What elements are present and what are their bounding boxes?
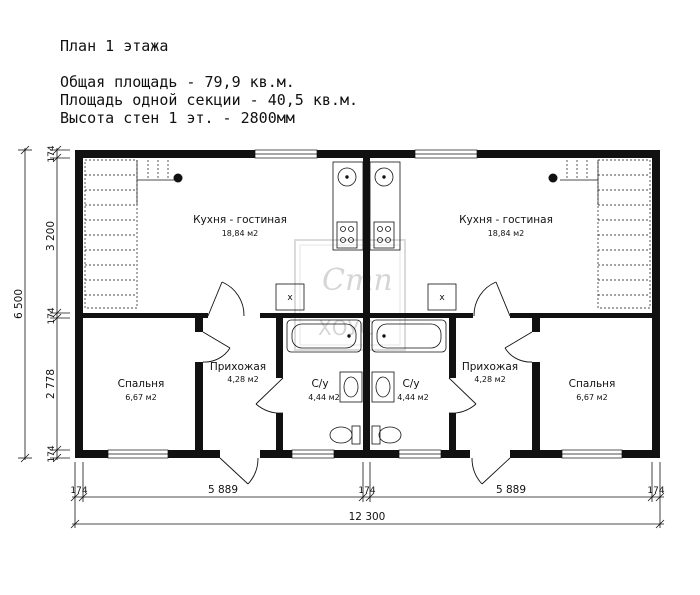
bathtub-right (371, 319, 447, 353)
room-bedroom-left-area: 6,67 м2 (125, 393, 156, 402)
stair-post-left (173, 173, 183, 183)
dim-upper-zone: 3 200 (45, 221, 57, 251)
room-bedroom-right-area: 6,67 м2 (576, 393, 607, 402)
section-area-label: Площадь одной секции - 40,5 кв.м. (60, 91, 359, 109)
dim-right-wall: 174 (647, 486, 664, 496)
room-bath-right-area: 4,44 м2 (397, 393, 428, 402)
entrance-openings (220, 449, 510, 459)
dim-mid-wall: 174 (47, 307, 57, 324)
appliance-left-mark: x (287, 293, 293, 303)
vertical-dimensions (18, 145, 70, 463)
stove-right (373, 221, 395, 249)
dim-lower-zone: 2 778 (45, 369, 57, 399)
counter-left (332, 161, 364, 251)
horizontal-dimensions (70, 462, 665, 529)
toilet-left (329, 426, 353, 444)
wall-height-label: Высота стен 1 эт. - 2800мм (60, 109, 295, 127)
dim-total-height: 6 500 (13, 289, 25, 319)
appliance-right-mark: x (439, 293, 445, 303)
room-bedroom-left-name: Спальня (118, 378, 165, 390)
dim-total-width: 12 300 (349, 511, 386, 523)
dim-bottom-wall: 174 (47, 445, 57, 462)
room-labels: Кухня - гостиная 18,84 м2 Кухня - гостин… (118, 214, 616, 402)
room-bath-left-name: С/у (311, 378, 328, 390)
dim-left-section: 5 889 (208, 484, 238, 496)
wall-east (652, 150, 660, 458)
bathtub-left (286, 319, 362, 353)
appliance-right (427, 283, 457, 311)
room-bath-left-area: 4,44 м2 (308, 393, 339, 402)
washbasin-right (371, 371, 395, 403)
room-kitchen-right-name: Кухня - гостиная (459, 214, 553, 226)
stairs-left (84, 159, 175, 309)
room-kitchen-left-name: Кухня - гостиная (193, 214, 287, 226)
room-kitchen-left-area: 18,84 м2 (222, 229, 259, 238)
room-hall-left-name: Прихожая (210, 361, 266, 373)
vertical-dimension-labels: 6 500 174 3 200 174 2 778 174 (13, 145, 57, 462)
exterior-walls (75, 150, 660, 458)
room-hall-left-area: 4,28 м2 (227, 375, 258, 384)
appliance-left (275, 283, 305, 311)
room-hall-right-area: 4,28 м2 (474, 375, 505, 384)
counter-right (369, 161, 401, 251)
stair-post-right (548, 173, 558, 183)
doors (202, 281, 533, 485)
sink-left (337, 167, 357, 187)
horizontal-dimension-labels: 174 5 889 174 5 889 174 12 300 (70, 484, 664, 523)
stairs-right (560, 159, 651, 309)
bath-fixtures (286, 319, 447, 445)
dim-mid-wall-h: 174 (358, 486, 375, 496)
room-hall-right-name: Прихожая (462, 361, 518, 373)
dim-left-wall: 174 (70, 486, 87, 496)
wall-west (75, 150, 83, 458)
room-bath-right-name: С/у (402, 378, 419, 390)
watermark-script: Cтп (322, 263, 393, 298)
plan-title: План 1 этажа (60, 37, 169, 55)
dim-top-wall: 174 (47, 145, 57, 162)
watermark: Cтп ХОУС (294, 239, 406, 351)
stove-left (336, 221, 358, 249)
interior-walls (83, 313, 652, 450)
toilet-right (378, 426, 402, 444)
room-kitchen-right-area: 18,84 м2 (488, 229, 525, 238)
kitchen-fixtures (275, 161, 457, 311)
room-bedroom-right-name: Спальня (569, 378, 616, 390)
sink-right (374, 167, 394, 187)
washbasin-left (339, 371, 363, 403)
windows (107, 149, 623, 459)
total-area-label: Общая площадь - 79,9 кв.м. (60, 73, 295, 91)
wall-party (363, 150, 370, 458)
dim-right-section: 5 889 (496, 484, 526, 496)
